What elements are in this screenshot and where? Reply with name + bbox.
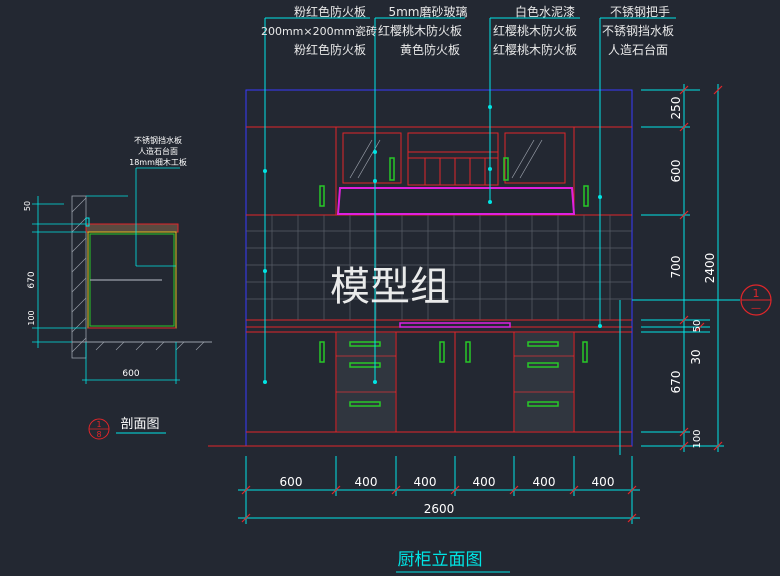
callout-group-3: 白色水泥漆 红樱桃木防火板 红樱桃木防火板 xyxy=(493,4,577,57)
callout-label: 白色水泥漆 xyxy=(515,4,575,19)
callout-label: 红樱桃木防火板 xyxy=(378,23,462,38)
right-dim-label: 250 xyxy=(669,97,683,120)
callout-label: 粉红色防火板 xyxy=(294,42,366,57)
right-dim-label: 700 xyxy=(669,256,683,279)
right-dim-label: 100 xyxy=(692,429,703,448)
callout-group-1: 粉红色防火板 200mm×200mm瓷砖 粉红色防火板 xyxy=(261,4,377,57)
kitchen-elevation: 粉红色防火板 200mm×200mm瓷砖 粉红色防火板 5mm磨砂玻璃 红樱桃木… xyxy=(208,4,772,573)
callout-label: 红樱桃木防火板 xyxy=(493,42,577,57)
section-title: 剖面图 xyxy=(120,417,159,432)
callout-label: 200mm×200mm瓷砖 xyxy=(261,24,377,38)
callout-label: 红樱桃木防火板 xyxy=(493,23,577,38)
section-dim-label: 50 xyxy=(23,201,32,211)
section-note: 人造石台面 xyxy=(138,146,178,156)
section-title-marker-top: 1 xyxy=(96,420,101,429)
bottom-dim-label: 400 xyxy=(592,475,615,489)
elevation-title: 厨柜立面图 xyxy=(398,550,483,570)
bottom-dim-label: 600 xyxy=(280,475,303,489)
section-marker-top: 1 xyxy=(753,287,760,300)
section-dim-label: 670 xyxy=(27,271,37,288)
section-marker: 1 — xyxy=(740,284,772,316)
callout-label: 5mm磨砂玻璃 xyxy=(388,5,467,19)
section-width-label: 600 xyxy=(122,369,139,379)
section-marker-bottom: — xyxy=(751,303,761,314)
bottom-dim-label: 400 xyxy=(355,475,378,489)
callout-label: 黄色防火板 xyxy=(400,42,460,57)
callout-label: 人造石台面 xyxy=(608,42,668,57)
section-title-marker: 1 8 xyxy=(88,418,110,440)
callout-label: 粉红色防火板 xyxy=(294,4,366,19)
watermark-text: 模型组 xyxy=(330,264,450,310)
total-height-label: 2400 xyxy=(703,253,717,284)
bottom-dim-label: 400 xyxy=(414,475,437,489)
bottom-dim-label: 400 xyxy=(473,475,496,489)
right-dim-label: 600 xyxy=(669,160,683,183)
total-width-label: 2600 xyxy=(424,502,455,516)
section-note: 18mm细木工板 xyxy=(129,157,187,167)
callout-group-4: 不锈钢把手 不锈钢挡水板 人造石台面 xyxy=(602,5,674,57)
section-note: 不锈钢挡水板 xyxy=(134,135,182,145)
callout-label: 不锈钢把手 xyxy=(610,5,670,19)
right-dim-label: 30 xyxy=(689,349,703,364)
section-dim-label: 100 xyxy=(27,310,36,325)
callout-group-2: 5mm磨砂玻璃 红樱桃木防火板 黄色防火板 xyxy=(378,5,468,57)
section-title-marker-bottom: 8 xyxy=(96,430,101,439)
bottom-dim-label: 400 xyxy=(533,475,556,489)
cabinet-section: 不锈钢挡水板 人造石台面 18mm细木工板 50 670 100 600 1 8… xyxy=(23,135,212,440)
right-dim-label: 50 xyxy=(692,320,703,333)
callout-label: 不锈钢挡水板 xyxy=(602,24,674,38)
right-dim-label: 670 xyxy=(669,371,683,394)
